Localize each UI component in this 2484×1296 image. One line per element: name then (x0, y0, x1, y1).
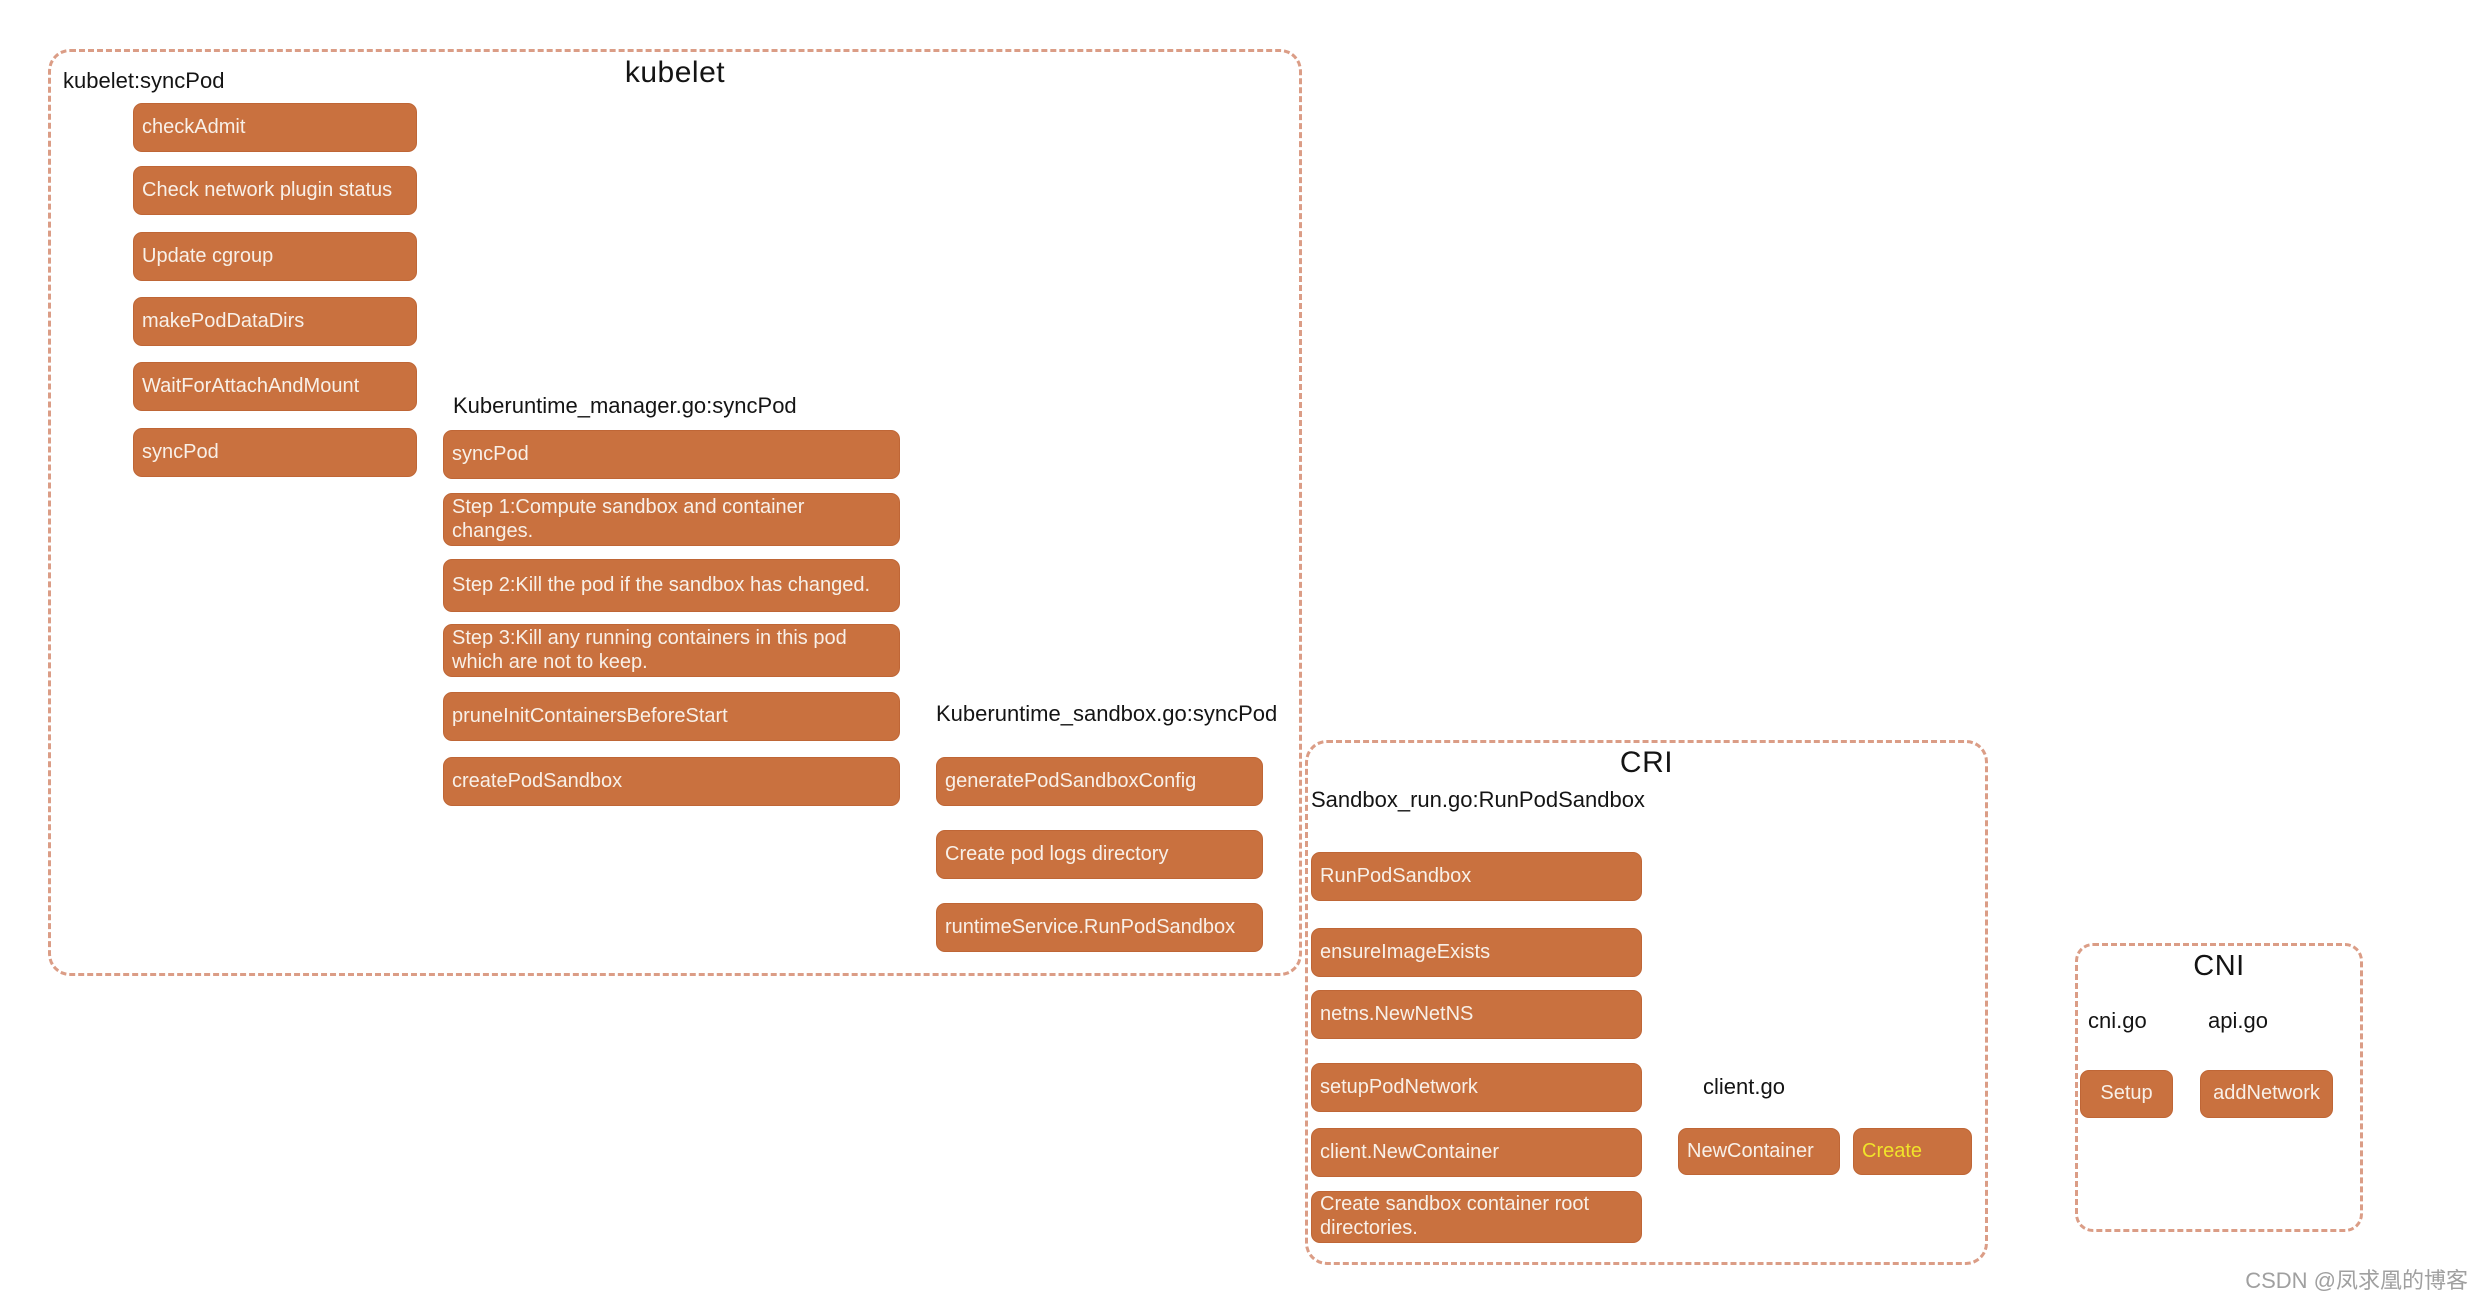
node-kubelet-syncpod[interactable]: syncPod (133, 428, 417, 477)
cri-group-box (1305, 740, 1988, 1265)
kuberuntime-sandbox-label: Kuberuntime_sandbox.go:syncPod (936, 701, 1278, 726)
node-create-pod-logs-directory[interactable]: Create pod logs directory (936, 830, 1263, 879)
node-runtimeservice-runpodsandbox[interactable]: runtimeService.RunPodSandbox (936, 903, 1263, 952)
cni-group-box (2075, 943, 2363, 1232)
node-setup[interactable]: Setup (2080, 1070, 2173, 1118)
kubelet-syncpod-label: kubelet:syncPod (63, 68, 225, 93)
node-update-cgroup[interactable]: Update cgroup (133, 232, 417, 281)
node-create-sandbox-root-dirs[interactable]: Create sandbox container root directorie… (1311, 1191, 1642, 1243)
client-go-label: client.go (1703, 1074, 1785, 1099)
node-setuppodnetwork[interactable]: setupPodNetwork (1311, 1063, 1642, 1112)
node-ensureimageexists[interactable]: ensureImageExists (1311, 928, 1642, 977)
node-netns-newnetns[interactable]: netns.NewNetNS (1311, 990, 1642, 1039)
node-checkadmit[interactable]: checkAdmit (133, 103, 417, 152)
csdn-watermark: CSDN @凤求凰的博客 (2245, 1268, 2468, 1293)
cri-group-title: CRI (1619, 746, 1674, 779)
node-pruneinitcontainersbeforestart[interactable]: pruneInitContainersBeforeStart (443, 692, 900, 741)
node-generatepodsandboxconfig[interactable]: generatePodSandboxConfig (936, 757, 1263, 806)
sandbox-run-label: Sandbox_run.go:RunPodSandbox (1311, 787, 1645, 812)
node-client-newcontainer[interactable]: client.NewContainer (1311, 1128, 1642, 1177)
node-addnetwork[interactable]: addNetwork (2200, 1070, 2333, 1118)
node-createpodsandbox[interactable]: createPodSandbox (443, 757, 900, 806)
kuberuntime-manager-label: Kuberuntime_manager.go:syncPod (453, 393, 797, 418)
node-create[interactable]: Create (1853, 1128, 1972, 1175)
node-manager-syncpod[interactable]: syncPod (443, 430, 900, 479)
node-newcontainer[interactable]: NewContainer (1678, 1128, 1840, 1175)
kubelet-group-box (48, 49, 1302, 976)
cni-go-label: cni.go (2088, 1008, 2147, 1033)
node-runpodsandbox[interactable]: RunPodSandbox (1311, 852, 1642, 901)
node-waitforattachandmount[interactable]: WaitForAttachAndMount (133, 362, 417, 411)
node-step1-compute-changes[interactable]: Step 1:Compute sandbox and container cha… (443, 493, 900, 546)
node-makepoddatadirs[interactable]: makePodDataDirs (133, 297, 417, 346)
api-go-label: api.go (2208, 1008, 2268, 1033)
cni-group-title: CNI (2193, 950, 2245, 982)
node-step2-kill-pod[interactable]: Step 2:Kill the pod if the sandbox has c… (443, 559, 900, 612)
node-step3-kill-containers[interactable]: Step 3:Kill any running containers in th… (443, 624, 900, 677)
node-check-network-plugin-status[interactable]: Check network plugin status (133, 166, 417, 215)
kubelet-group-title: kubelet (624, 56, 726, 89)
